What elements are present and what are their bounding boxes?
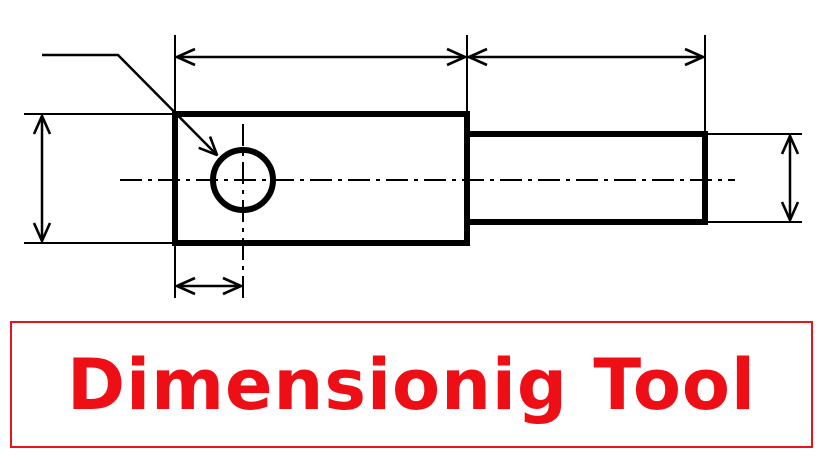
- hole-leader-line: [42, 53, 217, 155]
- shaft: [464, 131, 708, 225]
- technical-drawing: [24, 35, 802, 298]
- main-block: [172, 111, 470, 246]
- title-banner: Dimensionig Tool: [10, 321, 813, 448]
- banner-title: Dimensionig Tool: [66, 343, 757, 426]
